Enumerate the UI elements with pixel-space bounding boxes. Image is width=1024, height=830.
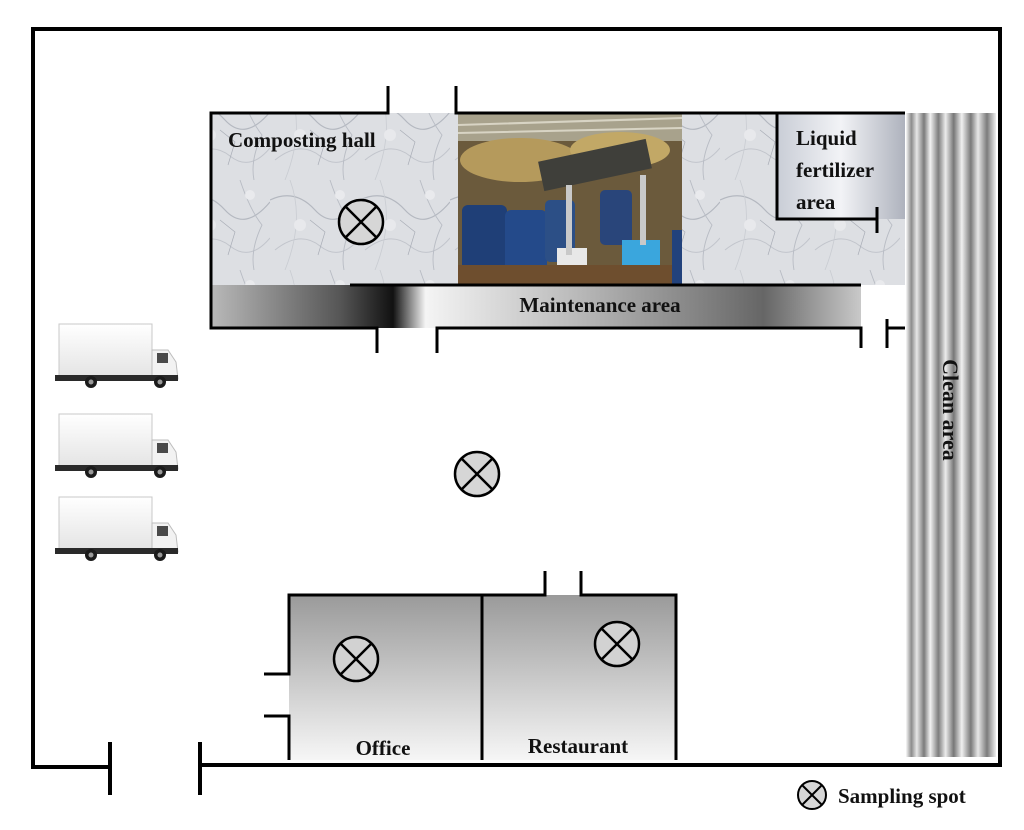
sampling-spot-icon <box>593 620 641 668</box>
legend-sampling-icon <box>797 780 827 810</box>
office-label: Office <box>356 736 411 760</box>
composting-hall-label: Composting hall <box>228 128 376 152</box>
restaurant-label: Restaurant <box>528 734 628 758</box>
sampling-spot-icon <box>453 450 501 498</box>
composting-photo <box>457 113 683 285</box>
truck <box>55 323 179 388</box>
building-outline <box>31 27 1002 795</box>
liquid-fertilizer-area: Liquid fertilizer area <box>777 113 905 219</box>
liquid-fertilizer-label-3: area <box>796 190 836 214</box>
truck <box>55 413 179 478</box>
legend: Sampling spot <box>797 780 966 810</box>
maintenance-area <box>211 285 861 328</box>
clean-area: Clean area <box>906 113 996 757</box>
restaurant-room: Restaurant <box>482 595 676 760</box>
liquid-fertilizer-label-2: fertilizer <box>796 158 874 182</box>
sampling-spot-icon <box>337 198 385 246</box>
legend-label: Sampling spot <box>838 784 966 808</box>
clean-area-label: Clean area <box>938 359 963 461</box>
interior-walls <box>209 86 905 760</box>
sampling-spot-icon <box>332 635 380 683</box>
liquid-fertilizer-label-1: Liquid <box>796 126 857 150</box>
truck <box>55 496 179 561</box>
office-room: Office <box>289 595 482 760</box>
maintenance-area-label: Maintenance area <box>519 293 681 317</box>
